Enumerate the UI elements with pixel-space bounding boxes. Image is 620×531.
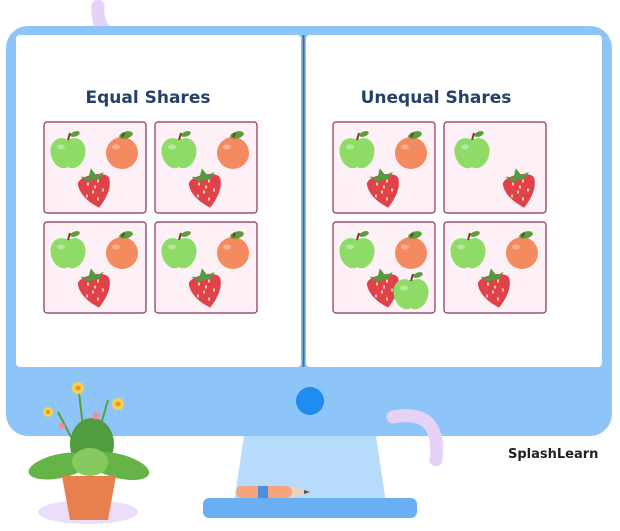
- power-button[interactable]: [296, 387, 324, 415]
- green-apple-icon: [161, 131, 197, 169]
- equal-share-group: [43, 221, 147, 314]
- green-apple-icon: [450, 231, 486, 269]
- decorative-arc-bottom: [386, 409, 444, 467]
- strawberry-icon: [189, 168, 221, 208]
- unequal-share-group: [443, 221, 547, 314]
- orange-icon: [506, 231, 538, 269]
- unequal-shares-title: Unequal Shares: [361, 88, 512, 108]
- equal-shares-title: Equal Shares: [86, 88, 211, 108]
- equal-share-group: [43, 121, 147, 214]
- orange-icon: [395, 131, 427, 169]
- green-apple-icon: [393, 272, 429, 310]
- green-apple-icon: [50, 131, 86, 169]
- equal-share-group: [154, 221, 258, 314]
- equal-shares-groups: [43, 121, 258, 314]
- orange-icon: [106, 131, 138, 169]
- plant-pot: [62, 476, 116, 520]
- equal-share-group: [154, 121, 258, 214]
- strawberry-icon: [478, 268, 510, 308]
- green-apple-icon: [339, 131, 375, 169]
- stand-base: [203, 498, 417, 518]
- strawberry-icon: [367, 268, 399, 308]
- potted-plant: [28, 382, 150, 524]
- strawberry-icon: [78, 168, 110, 208]
- unequal-share-group: [443, 121, 547, 214]
- brand-logo-text: SplashLearn: [508, 447, 598, 462]
- pen: [236, 486, 310, 498]
- stand-neck: [234, 436, 386, 502]
- monitor-stand: [203, 436, 417, 518]
- unequal-shares-groups: [332, 121, 547, 314]
- share-box-border: [443, 121, 547, 214]
- green-apple-icon: [161, 231, 197, 269]
- strawberry-icon: [503, 168, 535, 208]
- strawberry-icon: [367, 168, 399, 208]
- orange-icon: [106, 231, 138, 269]
- strawberry-icon: [78, 268, 110, 308]
- green-apple-icon: [454, 131, 490, 169]
- unequal-share-group: [332, 121, 436, 214]
- orange-icon: [217, 131, 249, 169]
- green-apple-icon: [50, 231, 86, 269]
- orange-icon: [217, 231, 249, 269]
- unequal-share-group: [332, 221, 436, 314]
- green-apple-icon: [339, 231, 375, 269]
- orange-icon: [395, 231, 427, 269]
- strawberry-icon: [189, 268, 221, 308]
